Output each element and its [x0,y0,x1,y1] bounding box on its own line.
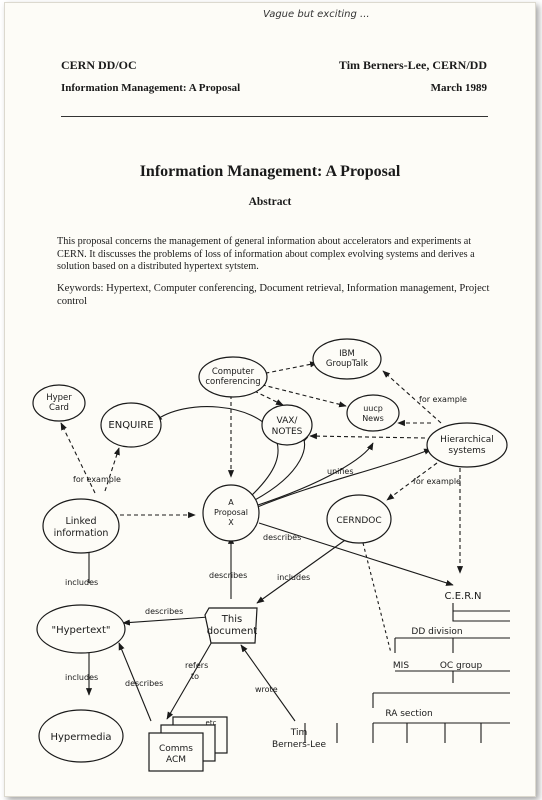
edge-proposal-news [254,442,374,507]
header-author: Tim Berners-Lee, CERN/DD [338,58,487,72]
node-label: Hierarchical [440,435,494,445]
keywords-text: Keywords: Hypertext, Computer conferenci… [57,283,509,308]
edge-comms-hypertext [118,642,152,722]
node-label: OC group [440,661,483,671]
node-label: Tim [290,728,308,738]
node-label: Proposal [214,508,248,517]
page-title: Information Management: A Proposal [139,163,401,180]
node-label: Berners-Lee [272,740,327,750]
node-label: "Hypertext" [52,625,111,636]
edge-hier-vax [309,433,426,440]
edge-tim-this [240,644,296,722]
node-label: Linked [66,516,97,527]
node-label: ENQUIRE [108,420,153,431]
node-label: etc [206,719,217,727]
node-label: information [54,528,109,539]
edge-proposal-cern [258,522,454,586]
edge-label: includes [65,673,98,682]
cloud-hypercard [32,384,86,422]
edge-label: includes [277,573,310,582]
abstract-line: This proposal concerns the management of… [57,236,472,247]
proposal-diagram: Computer conferencing IBM GroupTalk Hype… [32,338,510,772]
node-label: IBM [339,349,355,359]
cloud-hierarchical-systems [426,422,508,468]
header-rule [61,116,488,117]
node-label: X [228,518,234,527]
node-label: MIS [393,661,409,671]
edge-this-comms [166,632,218,720]
node-label: document [207,626,258,637]
node-label: ACM [166,755,186,765]
node-label: VAX/ [277,416,299,426]
edge-label: describes [209,571,247,580]
keywords-line: Keywords: Hypertext, Computer conferenci… [57,283,490,294]
abstract-line: solution based on a distributed hypertex… [57,261,259,272]
cloud-ibm-grouptalk [312,338,382,380]
node-label: Computer [212,367,255,377]
edge-label: includes [65,578,98,587]
node-label: Comms [159,744,193,754]
node-label: DD division [411,627,462,637]
node-label: This [221,614,242,625]
header-department: CERN DD/OC [61,58,137,72]
edge-proposal-hier [254,448,432,509]
node-label: uucp [363,404,383,413]
edge-hier-grouptalk [382,370,442,424]
node-label: Card [49,403,69,413]
cloud-hypertext [36,604,126,654]
node-label: GroupTalk [326,359,368,369]
node-label: Hyper [46,393,72,403]
node-label: CERNDOC [336,516,381,526]
edge-linked-enquire [104,447,120,492]
edge-label: unifies [327,467,354,476]
node-label: News [362,414,384,423]
edge-label: to [191,672,199,681]
node-label: RA section [385,709,432,719]
keywords-line: control [57,295,88,307]
abstract-heading: Abstract [248,196,292,208]
cloud-cerndoc [326,494,392,544]
node-label: Hypermedia [50,732,111,743]
edge-conf-news [254,382,347,408]
box-comms-acm [148,732,204,772]
edge-label: for example [413,477,461,486]
edge-label: for example [73,475,121,484]
node-label: systems [448,446,486,456]
node-label: C.E.R.N [445,591,482,602]
abstract-text: This proposal concerns the management of… [57,236,509,274]
edge-label: describes [145,607,183,616]
node-label: NOTES [272,427,303,437]
header-short-title: Information Management: A Proposal [61,82,241,94]
abstract-line: CERN. It discusses the problems of loss … [57,248,475,260]
node-label: A [228,498,234,507]
edge-hier-cerndoc [386,462,438,501]
edge-label: refers [185,661,208,670]
edge-cerndoc-this [256,532,356,604]
edge-label: for example [419,395,467,404]
handwritten-annotation: Vague but exciting ... [263,9,370,20]
edge-label: wrote [255,685,278,694]
cloud-vax-notes [261,404,313,446]
edge-linked-hypercard [60,422,96,494]
header-date: March 1989 [430,82,487,94]
cern-org-tree [304,603,510,743]
cloud-computer-conferencing [198,356,268,398]
cloud-uucp-news [346,394,400,432]
cloud-a-proposal [202,484,260,542]
cloud-linked-information [42,498,120,554]
edge-label: describes [125,679,163,688]
edge-label: describes [263,533,301,542]
edge-this-hypertext [122,616,210,626]
document-page: Vague but exciting ... CERN DD/OC Inform… [4,2,536,797]
box-this-document [204,607,258,644]
cloud-enquire [100,402,162,448]
cloud-hypermedia [38,709,124,763]
node-label: conferencing [205,377,260,387]
edge-cerndoc-mis [362,542,392,654]
edge-proposal-enquire [154,406,279,497]
